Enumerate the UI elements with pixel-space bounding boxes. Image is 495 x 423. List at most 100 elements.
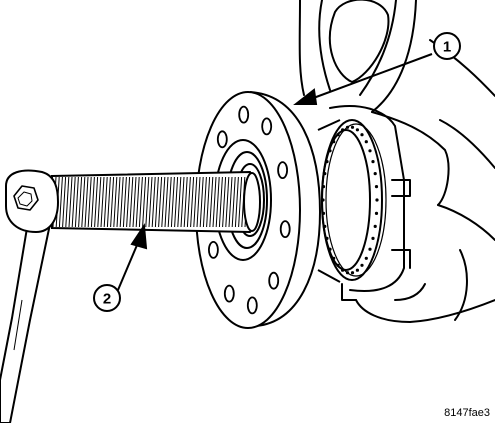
thread-line — [151, 176, 156, 228]
thread-line — [135, 176, 140, 228]
thread-line — [161, 176, 166, 228]
thread-line — [215, 176, 220, 228]
bearing-roller — [341, 128, 345, 132]
thread-line — [84, 176, 89, 228]
bolt-hole — [261, 117, 273, 136]
bearing-roller — [332, 256, 336, 260]
bearing-roller — [325, 160, 329, 164]
thread-line — [158, 176, 163, 228]
bearing-roller — [374, 185, 379, 189]
thread-line — [231, 176, 236, 228]
bearing-roller — [325, 236, 329, 240]
threaded-rod — [51, 170, 261, 234]
thread-line — [74, 176, 79, 228]
thread-line — [132, 176, 137, 228]
bearing-roller — [368, 247, 372, 251]
thread-line — [62, 176, 67, 228]
bearing-roller — [360, 263, 364, 267]
thread-line — [97, 176, 102, 228]
thread-line — [209, 176, 214, 228]
thread-line — [206, 176, 211, 228]
bearing-roller — [323, 224, 327, 228]
bearing-roller — [323, 172, 327, 176]
thread-line — [170, 176, 175, 228]
thread-line — [177, 176, 182, 228]
thread-line — [222, 176, 227, 228]
steering-knuckle — [298, 0, 495, 323]
leader-arrow-1 — [293, 53, 433, 105]
bearing-roller — [360, 133, 364, 137]
thread-line — [145, 176, 150, 228]
bearing-roller — [336, 263, 340, 267]
thread-line — [186, 176, 191, 228]
thread-line — [68, 176, 73, 228]
bearing-roller — [371, 160, 375, 164]
thread-line — [106, 176, 111, 228]
bearing-roller — [368, 149, 372, 153]
thread-line — [110, 176, 115, 228]
bearing-roller — [321, 185, 326, 189]
bolt-hole — [268, 271, 280, 290]
bearing-roller — [336, 133, 340, 137]
bearing-roller — [350, 125, 355, 129]
thread-line — [113, 176, 118, 228]
bolt-hole — [238, 105, 250, 124]
thread-line — [193, 176, 198, 228]
thread-line — [183, 176, 188, 228]
bearing-roller — [341, 268, 345, 272]
thread-line — [71, 176, 76, 228]
thread-line — [142, 176, 147, 228]
bolt-hole — [279, 220, 291, 239]
thread-line — [238, 176, 243, 228]
callout-1-label: 1 — [443, 39, 451, 56]
thread-line — [154, 176, 159, 228]
bolt-hole — [223, 284, 235, 303]
callout-2-label: 2 — [103, 291, 111, 308]
bearing-roller — [375, 198, 379, 202]
bearing-roller — [350, 271, 355, 275]
bolt-hole — [216, 130, 228, 149]
thread-line — [87, 176, 92, 228]
wrench — [0, 169, 59, 423]
thread-line — [90, 176, 95, 228]
bearing-roller — [321, 211, 326, 215]
thread-line — [196, 176, 201, 228]
thread-line — [65, 176, 70, 228]
thread-line — [228, 176, 233, 228]
bearing-roller — [345, 125, 350, 129]
callout-2: 2 — [93, 284, 121, 312]
thread-line — [94, 176, 99, 228]
leader-arrow-2 — [117, 223, 148, 291]
callout-1: 1 — [433, 32, 461, 60]
thread-line — [129, 176, 134, 228]
thread-line — [167, 176, 172, 228]
bearing-roller — [328, 247, 332, 251]
thread-line — [138, 176, 143, 228]
thread-line — [218, 176, 223, 228]
bolt-hole — [207, 240, 219, 259]
thread-line — [212, 176, 217, 228]
bearing-roller — [345, 271, 350, 275]
bearing-roller — [373, 172, 377, 176]
thread-line — [81, 176, 86, 228]
bearing-rollers — [321, 125, 379, 275]
thread-line — [119, 176, 124, 228]
bearing-roller — [371, 236, 375, 240]
bearing-roller — [374, 211, 379, 215]
thread-line — [234, 176, 239, 228]
thread-line — [103, 176, 108, 228]
figure-id: 8147fae3 — [444, 407, 490, 419]
thread-line — [190, 176, 195, 228]
thread-line — [202, 176, 207, 228]
bearing-roller — [364, 140, 368, 144]
bearing-roller — [321, 198, 325, 202]
thread-line — [148, 176, 153, 228]
thread-line — [116, 176, 121, 228]
bolt-hole — [277, 161, 289, 180]
thread-line — [122, 176, 127, 228]
wheel-bearing — [317, 119, 387, 283]
bearing-roller — [364, 256, 368, 260]
thread-line — [225, 176, 230, 228]
thread-line — [58, 176, 63, 228]
